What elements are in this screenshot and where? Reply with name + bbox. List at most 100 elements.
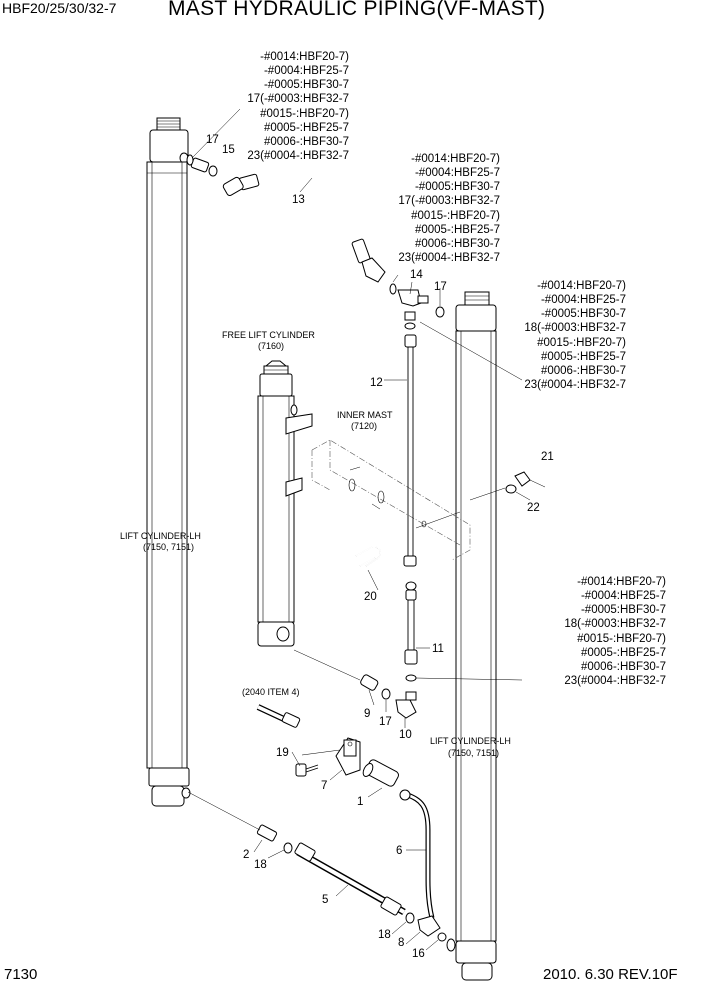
note-line: #0005-:HBF25-7	[541, 351, 626, 363]
lift-cylinder-left-ref: (7150, 7151)	[143, 542, 194, 552]
part-5-label: 5	[322, 894, 328, 906]
note-line: #0006-:HBF30-7	[581, 661, 666, 673]
note-line: -#0005:HBF30-7	[541, 308, 626, 320]
note-line: 18(-#0003:HBF32-7	[564, 618, 666, 630]
note-line: #0015-:HBF20-7)	[260, 108, 349, 120]
free-lift-cylinder-ref: (7160)	[258, 341, 284, 351]
inner-mast-caption: INNER MAST	[337, 410, 393, 420]
note-line: #0006-:HBF30-7	[264, 136, 349, 148]
part-7-label: 7	[321, 780, 327, 792]
inner-mast-ref: (7120)	[351, 421, 377, 431]
o-ring-16[interactable]	[437, 932, 447, 942]
note-line: -#0005:HBF30-7	[581, 604, 666, 616]
note-line: 23(#0004-:HBF32-7	[247, 150, 349, 162]
note-line: -#0004:HBF25-7	[415, 167, 500, 179]
note-line: -#0014:HBF20-7)	[411, 153, 500, 165]
note-line: -#0014:HBF20-7)	[537, 280, 626, 292]
note-line: 18(-#0003:HBF32-7	[524, 322, 626, 334]
pipe-12[interactable]	[403, 334, 417, 567]
serial-notes-right-upper: -#0014:HBF20-7) -#0004:HBF25-7 -#0005:HB…	[524, 280, 626, 391]
note-line: 17(-#0003:HBF32-7	[247, 93, 349, 105]
part-17-mid-label: 17	[434, 281, 447, 293]
note-line: #0005-:HBF25-7	[264, 122, 349, 134]
part-16-label: 16	[412, 948, 425, 960]
revision-date: 2010. 6.30 REV.10F	[543, 966, 678, 983]
part-20-label: 20	[364, 591, 377, 603]
nut-21[interactable]	[514, 471, 531, 487]
note-line: #0015-:HBF20-7)	[577, 633, 666, 645]
page-number: 7130	[4, 966, 38, 983]
lift-cylinder-left-caption: LIFT CYLINDER-LH	[120, 531, 201, 541]
note-line: -#0004:HBF25-7	[581, 590, 666, 602]
part-17-top-label: 17	[206, 134, 219, 146]
note-line: -#0014:HBF20-7)	[260, 51, 349, 63]
lift-cylinder-right-caption: LIFT CYLINDER-LH	[430, 736, 511, 746]
serial-notes-top-left: -#0014:HBF20-7) -#0004:HBF25-7 -#0005:HB…	[247, 51, 349, 162]
o-ring-18-bottom[interactable]	[405, 912, 415, 924]
hose-6[interactable]	[399, 789, 435, 919]
part-17-low-label: 17	[379, 716, 392, 728]
note-line: 23(#0004-:HBF32-7	[398, 252, 500, 264]
part-19-label: 19	[276, 747, 289, 759]
tee-8[interactable]	[417, 915, 441, 937]
hose-item4[interactable]	[256, 704, 301, 728]
note-line: -#0004:HBF25-7	[541, 294, 626, 306]
part-11-label: 11	[432, 643, 444, 655]
note-line: 23(#0004-:HBF32-7	[524, 379, 626, 391]
part-9-label: 9	[364, 708, 370, 720]
part-18-low-left-label: 18	[254, 859, 267, 871]
note-line: #0006-:HBF30-7	[415, 238, 500, 250]
part-21-label: 21	[541, 451, 554, 463]
note-line: -#0014:HBF20-7)	[577, 576, 666, 588]
part-10-label: 10	[399, 729, 412, 741]
part-12-label: 12	[370, 377, 383, 389]
part-14-label: 14	[410, 269, 423, 281]
leader-lines	[187, 108, 546, 951]
o-ring-17-lower[interactable]	[381, 688, 391, 700]
part-22-label: 22	[527, 502, 540, 514]
lift-cylinder-right[interactable]	[446, 291, 497, 981]
part-15-label: 15	[222, 144, 235, 156]
lift-cylinder-right-ref: (7150, 7151)	[448, 748, 499, 758]
note-line: -#0004:HBF25-7	[264, 65, 349, 77]
part-1-label: 1	[357, 796, 363, 808]
hose-5[interactable]	[294, 842, 406, 916]
note-line: -#0005:HBF30-7	[415, 181, 500, 193]
part-callouts: 17 15 13 14 17 12 21 22 20 11 9 17 10 19…	[206, 134, 554, 960]
item4-ref-caption: (2040 ITEM 4)	[242, 687, 300, 697]
connector-2[interactable]	[256, 824, 278, 842]
page-title: MAST HYDRAULIC PIPING(VF-MAST)	[168, 0, 546, 20]
hose-13[interactable]	[222, 173, 386, 283]
note-line: -#0005:HBF30-7	[264, 79, 349, 91]
valve-1[interactable]	[361, 758, 400, 787]
part-8-label: 8	[398, 937, 404, 949]
washer-22[interactable]	[505, 484, 517, 494]
adapter-9[interactable]	[360, 674, 379, 692]
free-lift-cylinder[interactable]	[257, 360, 313, 647]
note-line: #0015-:HBF20-7)	[411, 210, 500, 222]
pipe-11[interactable]	[404, 581, 418, 682]
free-lift-cylinder-caption: FREE LIFT CYLINDER	[222, 330, 315, 340]
lift-cylinder-left[interactable]	[146, 117, 191, 807]
u-bolt-20[interactable]	[355, 546, 382, 567]
elbow-10[interactable]	[395, 691, 417, 719]
note-line: #0006-:HBF30-7	[541, 365, 626, 377]
inner-mast	[311, 439, 471, 561]
bolt-19[interactable]	[295, 763, 319, 777]
tee-fitting-14[interactable]	[389, 283, 445, 330]
o-ring-18[interactable]	[283, 842, 293, 854]
connector-15[interactable]	[186, 154, 218, 177]
serial-notes-right-lower: -#0014:HBF20-7) -#0004:HBF25-7 -#0005:HB…	[564, 576, 666, 687]
serial-notes-top-middle: -#0014:HBF20-7) -#0004:HBF25-7 -#0005:HB…	[398, 153, 500, 264]
note-line: 23(#0004-:HBF32-7	[564, 675, 666, 687]
note-line: #0015-:HBF20-7)	[537, 337, 626, 349]
part-13-label: 13	[292, 194, 305, 206]
part-18-bottom-label: 18	[378, 929, 391, 941]
part-2-label: 2	[243, 849, 249, 861]
note-line: #0005-:HBF25-7	[415, 224, 500, 236]
bracket-7[interactable]	[335, 737, 361, 776]
model-code: HBF20/25/30/32-7	[2, 0, 117, 16]
part-6-label: 6	[396, 845, 402, 857]
note-line: 17(-#0003:HBF32-7	[398, 195, 500, 207]
